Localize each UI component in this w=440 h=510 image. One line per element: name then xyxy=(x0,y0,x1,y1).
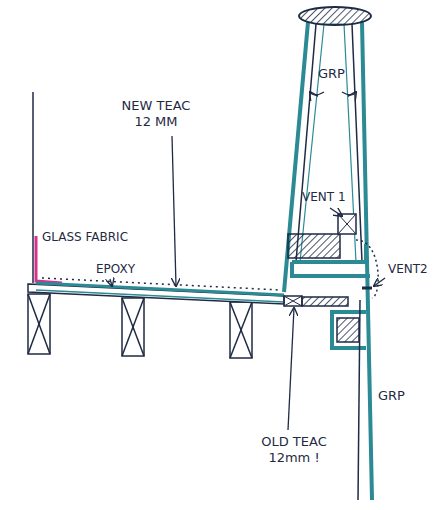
vent-block xyxy=(288,214,378,298)
material-label: OLD TEAC 12mm ! xyxy=(246,434,342,467)
old-teak xyxy=(284,296,348,306)
bulwark xyxy=(284,7,372,500)
cabin-side xyxy=(33,92,34,283)
part-label: VENT2 xyxy=(388,262,428,277)
leader-lines xyxy=(110,136,385,430)
material-label: GRP xyxy=(318,66,345,82)
sheer-clamp xyxy=(332,300,366,500)
material-label: NEW TEAC 12 MM xyxy=(114,98,198,131)
material-label: GLASS FABRIC xyxy=(42,230,128,245)
part-label: VENT 1 xyxy=(302,190,346,205)
deck-beams xyxy=(28,294,252,358)
material-label: EPOXY xyxy=(96,262,135,277)
deck xyxy=(28,278,284,304)
material-label: GRP xyxy=(378,388,405,404)
